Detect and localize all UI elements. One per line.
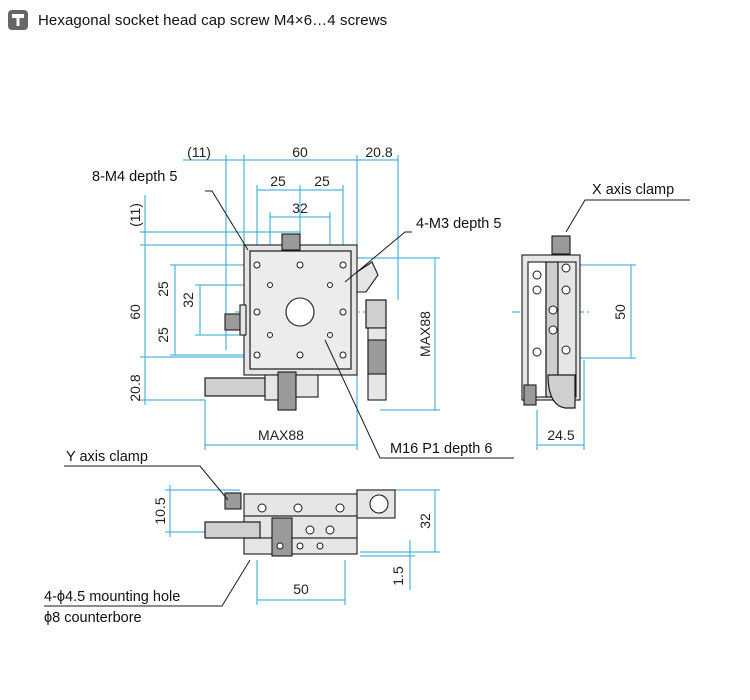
dim-20-8-left: 20.8: [127, 374, 143, 401]
label-x-clamp: X axis clamp: [592, 182, 674, 198]
dim-60-top: 60: [292, 144, 308, 160]
socket-screw-icon: [8, 10, 28, 30]
micrometer-bottom: [204, 377, 266, 397]
top-screw-icon: [281, 233, 301, 251]
left-screw-icon: [224, 313, 242, 331]
front-view: Y axis clamp 10.5 32 1.5 50 4-ϕ4.5 mount…: [44, 449, 440, 626]
y-clamp-screw-icon: [224, 492, 242, 510]
dim-max88-bottom: MAX88: [258, 427, 304, 443]
label-counterbore: ϕ8 counterbore: [44, 610, 142, 626]
dim-20-8-top: 20.8: [365, 144, 392, 160]
dim-11-left: (11): [127, 203, 143, 227]
dim-50-side: 50: [612, 304, 628, 320]
dim-25-left-a: 25: [155, 281, 171, 297]
header-text: Hexagonal socket head cap screw M4×6…4 s…: [38, 11, 388, 29]
dim-11-top: (11): [187, 144, 211, 160]
dim-32-front: 32: [417, 513, 433, 529]
x-clamp-screw-icon: [551, 235, 571, 255]
label-mount-hole: 4-ϕ4.5 mounting hole: [44, 589, 180, 605]
center-hole: [285, 297, 315, 327]
label-m16: M16 P1 depth 6: [390, 441, 492, 457]
dim-25-left-b: 25: [155, 327, 171, 343]
dim-50-front: 50: [293, 581, 309, 597]
label-8m4: 8-M4 depth 5: [92, 169, 177, 185]
top-view: (11) 60 20.8 25 25 32 (11) 60 25 32 25 2…: [92, 144, 514, 459]
label-y-clamp: Y axis clamp: [66, 449, 148, 465]
dim-max88-right: MAX88: [417, 311, 433, 357]
dim-25-a: 25: [270, 173, 286, 189]
dim-60-left: 60: [127, 304, 143, 320]
header: Hexagonal socket head cap screw M4×6…4 s…: [8, 8, 387, 32]
dim-1-5: 1.5: [390, 566, 406, 586]
label-4m3: 4-M3 depth 5: [416, 216, 501, 232]
dim-24-5: 24.5: [547, 427, 574, 443]
dim-32-left: 32: [180, 292, 196, 308]
dim-32-top: 32: [292, 200, 308, 216]
dim-25-b: 25: [314, 173, 330, 189]
dim-10-5: 10.5: [152, 497, 168, 524]
micrometer-right: [365, 299, 387, 329]
side-view: X axis clamp 50 24.5: [512, 182, 690, 450]
